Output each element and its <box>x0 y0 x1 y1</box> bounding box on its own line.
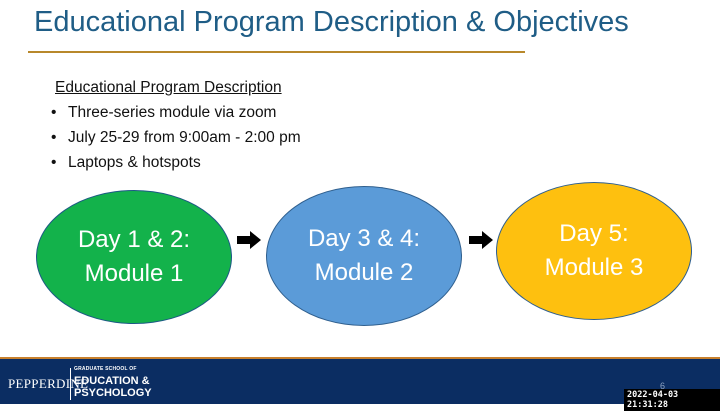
description-heading: Educational Program Description <box>55 79 282 96</box>
logo-divider <box>70 368 71 400</box>
logo-education-label: EDUCATION & <box>74 375 150 387</box>
pepperdine-logo: PEPPERDINE <box>8 376 89 391</box>
bullet-icon: • <box>51 104 57 121</box>
bullet-icon: • <box>51 154 57 171</box>
logo-school-label: GRADUATE SCHOOL OF <box>74 366 137 372</box>
day-3-4-ellipse: Day 3 & 4: Module 2 <box>266 186 462 326</box>
footer-accent-rule <box>0 357 720 360</box>
right-arrow-icon <box>237 231 261 249</box>
slide-title: Educational Program Description & Object… <box>34 6 629 38</box>
ellipse-label: Day 1 & 2: Module 1 <box>77 226 191 287</box>
bullet-item: • Three-series module via zoom <box>46 100 301 125</box>
bullet-list: • Three-series module via zoom • July 25-2… <box>46 100 301 175</box>
ellipse-label: Day 3 & 4: Module 2 <box>307 225 421 286</box>
timestamp-overlay: 2022-04-03 21:31:28 <box>624 389 720 411</box>
bullet-text: July 25-29 from 9:00am - 2:00 pm <box>68 129 301 146</box>
right-arrow-icon <box>469 231 493 249</box>
ellipse-label: Day 5: Module 3 <box>544 220 644 281</box>
bullet-text: Laptops & hotspots <box>68 154 201 171</box>
bullet-item: • July 25-29 from 9:00am - 2:00 pm <box>46 125 301 150</box>
page-number: 6 <box>660 381 666 391</box>
bullet-item: • Laptops & hotspots <box>46 150 301 175</box>
program-description: Educational Program Description • Three-s… <box>46 76 301 175</box>
logo-psychology-label: PSYCHOLOGY <box>74 387 152 399</box>
footer-bar <box>0 359 720 404</box>
day-1-2-ellipse: Day 1 & 2: Module 1 <box>36 190 232 324</box>
bullet-text: Three-series module via zoom <box>68 104 277 121</box>
day-5-ellipse: Day 5: Module 3 <box>496 182 692 320</box>
title-underline <box>28 51 525 53</box>
bullet-icon: • <box>51 129 57 146</box>
